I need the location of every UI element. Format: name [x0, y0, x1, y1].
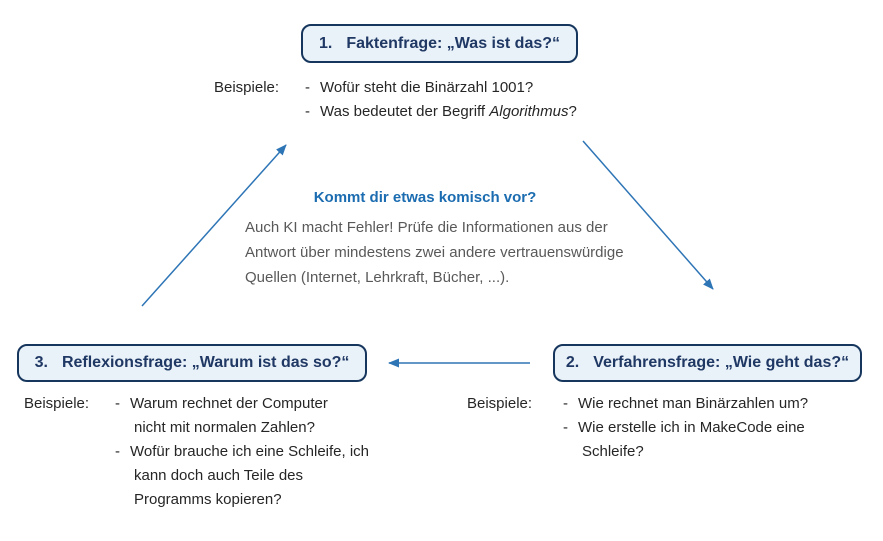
reflection-example-2-line-3: Programms kopieren?: [134, 491, 282, 508]
ai-check-notice: Kommt dir etwas komisch vor? Auch KI mac…: [245, 189, 635, 290]
box-faktenfrage-label: Faktenfrage: „Was ist das?“: [346, 34, 561, 52]
procedure-examples-list: -Wie rechnet man Binärzahlen um? -Wie er…: [563, 392, 808, 464]
bullet-dash: -: [305, 103, 310, 120]
fact-example-2-end: ?: [568, 103, 577, 120]
box-verfahrensfrage-number: 2.: [565, 354, 580, 371]
fact-example-2-start: Was bedeutet der Begriff: [320, 103, 490, 120]
fact-examples-label: Beispiele:: [214, 79, 280, 96]
fact-example-1: Wofür steht die Binärzahl 1001?: [320, 79, 534, 96]
reflection-example-1-line-2: nicht mit normalen Zahlen?: [134, 419, 315, 436]
list-item: -Wofür steht die Binärzahl 1001?: [305, 76, 577, 100]
list-item: -Was bedeutet der Begriff Algorithmus?: [305, 100, 577, 124]
reflection-example-2-line-1: Wofür brauche ich eine Schleife, ich: [130, 443, 370, 460]
notice-line-2: Antwort über mindestens zwei andere vert…: [245, 244, 624, 261]
notice-line-3: Quellen (Internet, Lehrkraft, Bücher, ..…: [245, 269, 510, 286]
box-faktenfrage: 1. Faktenfrage: „Was ist das?“: [301, 24, 578, 63]
list-item: -Warum rechnet der Computer nicht mit no…: [115, 392, 369, 440]
fact-example-2-term: Algorithmus: [489, 103, 569, 120]
box-reflexionsfrage: 3. Reflexionsfrage: „Warum ist das so?“: [17, 344, 367, 382]
procedure-example-2-line-2: Schleife?: [582, 443, 644, 460]
bullet-dash: -: [115, 395, 120, 412]
fact-examples-list: -Wofür steht die Binärzahl 1001? -Was be…: [305, 76, 577, 124]
reflection-example-1-line-1: Warum rechnet der Computer: [130, 395, 328, 412]
list-item: -Wie rechnet man Binärzahlen um?: [563, 392, 808, 416]
box-reflexionsfrage-number: 3.: [34, 354, 48, 371]
reflection-examples-list: -Warum rechnet der Computer nicht mit no…: [115, 392, 369, 512]
bullet-dash: -: [563, 395, 568, 412]
notice-body: Auch KI macht Fehler! Prüfe die Informat…: [245, 215, 635, 290]
box-verfahrensfrage: 2. Verfahrensfrage: „Wie geht das?“: [553, 344, 862, 382]
box-faktenfrage-number: 1.: [318, 34, 333, 52]
bullet-dash: -: [563, 419, 568, 436]
notice-line-1: Auch KI macht Fehler! Prüfe die Informat…: [245, 219, 608, 236]
notice-heading: Kommt dir etwas komisch vor?: [313, 189, 537, 206]
reflection-examples-label: Beispiele:: [24, 395, 90, 412]
list-item: -Wofür brauche ich eine Schleife, ich ka…: [115, 440, 369, 512]
bullet-dash: -: [305, 79, 310, 96]
bullet-dash: -: [115, 443, 120, 460]
list-item: -Wie erstelle ich in MakeCode eine Schle…: [563, 416, 808, 464]
procedure-example-1: Wie rechnet man Binärzahlen um?: [578, 395, 809, 412]
procedure-examples-label: Beispiele:: [467, 395, 533, 412]
box-reflexionsfrage-label: Reflexionsfrage: „Warum ist das so?“: [61, 354, 350, 371]
box-verfahrensfrage-label: Verfahrensfrage: „Wie geht das?“: [593, 354, 850, 371]
procedure-example-2-line-1: Wie erstelle ich in MakeCode eine: [578, 419, 805, 436]
reflection-example-2-line-2: kann doch auch Teile des: [134, 467, 304, 484]
